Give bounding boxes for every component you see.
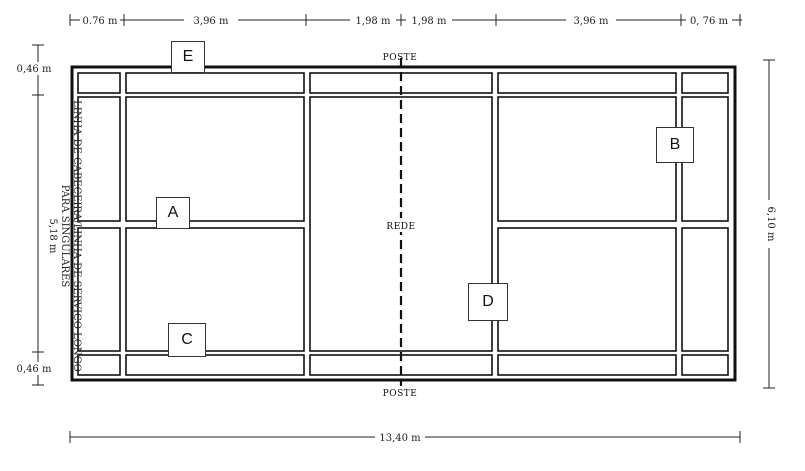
baseline-label: LINHA DE CABECEIRA/LINHA DE SERVIÇO LONG… (46, 46, 82, 426)
marker-b: B (656, 127, 694, 163)
dim-right-total-width: 6,10 m (765, 206, 776, 242)
dim-top-service-right: 3,96 m (574, 16, 609, 27)
post-label-top: POSTE (383, 53, 418, 63)
dim-top-service-left: 3,96 m (194, 16, 229, 27)
dim-left-top-margin: 0,46 m (17, 64, 52, 75)
court-outer-boundary (70, 65, 737, 382)
baseline-label-line1: LINHA DE CABECEIRA/LINHA DE SERVIÇO LONG… (71, 100, 82, 372)
baseline-label-line2: PARA SINGULARES (59, 184, 70, 288)
marker-c: C (168, 323, 206, 357)
dim-left-bottom-margin: 0,46 m (17, 364, 52, 375)
marker-e: E (171, 41, 205, 73)
dim-left-singles-width: 5,18 m (47, 218, 58, 254)
dim-top-alley-right: 0, 76 m (690, 16, 729, 27)
dim-top-alley-left: 0.76 m (83, 16, 118, 27)
marker-a: A (156, 197, 190, 229)
net-label: REDE (386, 222, 415, 232)
post-label-bottom: POSTE (383, 389, 418, 399)
marker-d: D (468, 283, 508, 321)
dim-bottom-total-length: 13,40 m (379, 433, 421, 444)
dim-top-half-right: 1,98 m (412, 16, 447, 27)
left-dimension-line (32, 44, 44, 386)
dim-top-half-left: 1,98 m (356, 16, 391, 27)
